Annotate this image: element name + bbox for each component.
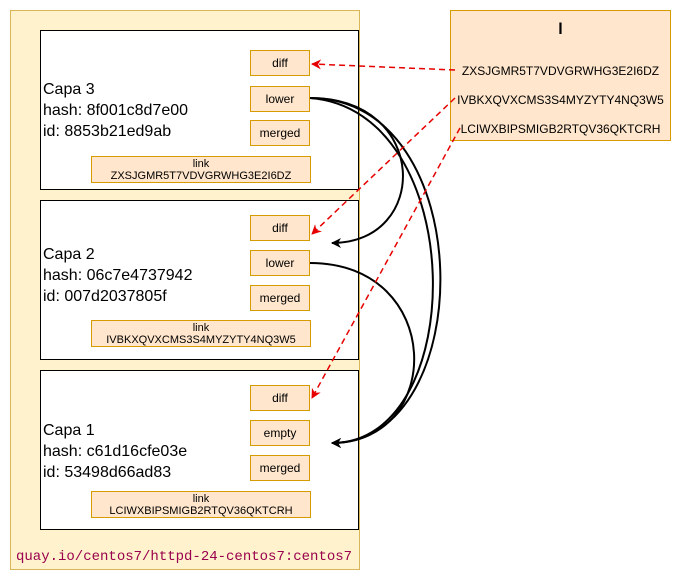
layer-hash: hash: c61d16cfe03e <box>43 443 188 460</box>
lower-chip: lower <box>250 86 310 112</box>
symlink-arrow <box>311 97 456 235</box>
layer-id: id: 007d2037805f <box>43 288 167 305</box>
l-directory-box: l ZXSJGMR5T7VDVGRWHG3E2I6DZ IVBKXQVXCMS3… <box>450 10 671 141</box>
diff-chip: diff <box>250 50 310 76</box>
link-value: LCIWXBIPSMIGB2RTQV36QKTCRH <box>109 505 293 517</box>
merged-chip: merged <box>250 455 310 481</box>
layer-info: Capa 2 hash: 06c7e4737942 id: 007d203780… <box>43 244 192 307</box>
l-entry: IVBKXQVXCMS3S4MYZYTY4NQ3W5 <box>457 93 664 107</box>
layer-info: Capa 1 hash: c61d16cfe03e id: 53498d66ad… <box>43 420 187 483</box>
link-box: link ZXSJGMR5T7VDVGRWHG3E2I6DZ <box>91 156 311 183</box>
lower-chip: lower <box>250 250 310 276</box>
link-value: IVBKXQVXCMS3S4MYZYTY4NQ3W5 <box>106 334 296 346</box>
empty-chip: empty <box>250 420 310 446</box>
image-reference-caption: quay.io/centos7/httpd-24-centos7:centos7 <box>16 549 353 565</box>
lower-arrow <box>309 262 416 448</box>
lower-arrow <box>309 97 404 248</box>
merged-chip: merged <box>250 285 310 311</box>
layer-box-2: Capa 2 hash: 06c7e4737942 id: 007d203780… <box>40 200 359 360</box>
symlink-arrow <box>311 127 461 399</box>
layer-hash: hash: 06c7e4737942 <box>43 267 193 284</box>
layer-hash: hash: 8f001c8d7e00 <box>43 102 189 119</box>
layer-box-1: Capa 1 hash: c61d16cfe03e id: 53498d66ad… <box>40 370 359 530</box>
layer-info: Capa 3 hash: 8f001c8d7e00 id: 8853b21ed9… <box>43 79 188 142</box>
link-box: link IVBKXQVXCMS3S4MYZYTY4NQ3W5 <box>91 320 311 347</box>
link-value: ZXSJGMR5T7VDVGRWHG3E2I6DZ <box>110 170 292 182</box>
link-label: link <box>192 158 210 170</box>
l-entry: ZXSJGMR5T7VDVGRWHG3E2I6DZ <box>461 64 660 78</box>
lower-arrow <box>309 97 442 448</box>
link-label: link <box>192 493 210 505</box>
diff-chip: diff <box>250 385 310 411</box>
symlink-arrow <box>311 59 456 71</box>
layer-name: Capa 1 <box>43 422 95 439</box>
l-entry: LCIWXBIPSMIGB2RTQV36QKTCRH <box>460 122 661 136</box>
layer-name: Capa 3 <box>43 81 95 98</box>
diff-chip: diff <box>250 215 310 241</box>
link-label: link <box>192 322 210 334</box>
lower-arrow <box>309 97 434 448</box>
layer-box-3: Capa 3 hash: 8f001c8d7e00 id: 8853b21ed9… <box>40 30 359 190</box>
merged-chip: merged <box>250 120 310 146</box>
layer-id: id: 53498d66ad83 <box>43 464 172 481</box>
l-directory-title: l <box>558 21 563 38</box>
link-box: link LCIWXBIPSMIGB2RTQV36QKTCRH <box>91 491 311 518</box>
layer-name: Capa 2 <box>43 246 95 263</box>
layer-id: id: 8853b21ed9ab <box>43 123 172 140</box>
